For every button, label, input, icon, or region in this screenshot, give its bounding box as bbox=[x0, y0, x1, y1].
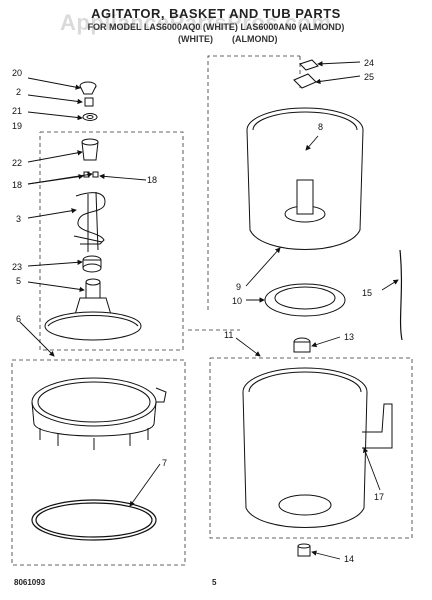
spin-basket-part bbox=[246, 107, 364, 250]
bearing-part bbox=[82, 255, 102, 273]
callout-23: 23 bbox=[12, 262, 22, 272]
watermark-text: AppliancePartsPros.com bbox=[60, 10, 332, 35]
auger-part bbox=[73, 191, 106, 252]
callout-11: 11 bbox=[224, 330, 233, 340]
footer-page-number: 5 bbox=[212, 578, 217, 587]
callout-25: 25 bbox=[364, 72, 374, 82]
color-label-almond: (ALMOND) bbox=[232, 34, 278, 44]
agitator-group-box bbox=[39, 131, 184, 351]
callout-labels: 20 2 21 19 22 18 18 3 23 5 6 7 24 25 8 9… bbox=[12, 58, 384, 564]
page-title: AGITATOR, BASKET AND TUB PARTS bbox=[91, 6, 341, 21]
tub-seal-ring-part bbox=[31, 499, 157, 541]
washer-part bbox=[82, 113, 98, 121]
footer-code: 8061093 bbox=[14, 578, 46, 587]
tub-ring-group-box bbox=[11, 359, 186, 566]
callout-2: 2 bbox=[16, 87, 21, 97]
tub-cover-clamp-part bbox=[293, 337, 311, 353]
callout-24: 24 bbox=[364, 58, 374, 68]
outer-tub-part bbox=[242, 367, 368, 528]
drive-gear-ring-part bbox=[264, 283, 346, 317]
callout-6: 6 bbox=[16, 314, 21, 324]
callout-8: 8 bbox=[318, 122, 323, 132]
agitator-base-part bbox=[44, 278, 142, 341]
callout-10: 10 bbox=[232, 296, 242, 306]
drain-nut-part bbox=[297, 543, 311, 557]
agitator-bolt-part bbox=[84, 97, 94, 107]
basket-driver-part bbox=[293, 73, 317, 89]
leader-dashed-lines bbox=[188, 55, 301, 331]
agitator-cap-part bbox=[79, 81, 97, 95]
overflow-tube-part bbox=[362, 403, 393, 449]
tub-ring-part bbox=[31, 377, 167, 450]
model-line: FOR MODEL LAS6000AQ0 (WHITE) LAS6000AN0 … bbox=[87, 22, 345, 32]
callout-20: 20 bbox=[12, 68, 22, 78]
callout-14: 14 bbox=[344, 554, 354, 564]
callout-9: 9 bbox=[236, 282, 241, 292]
color-label-white: (WHITE) bbox=[178, 34, 213, 44]
callout-3: 3 bbox=[16, 214, 21, 224]
callout-18-right: 18 bbox=[147, 175, 157, 185]
dog-retainer-part bbox=[81, 138, 99, 161]
outer-tub-group-box bbox=[209, 357, 413, 539]
callout-7: 7 bbox=[162, 458, 167, 468]
hub-nut-part bbox=[299, 59, 319, 71]
callout-5: 5 bbox=[16, 276, 21, 286]
callout-19: 19 bbox=[12, 121, 22, 131]
callout-21: 21 bbox=[12, 106, 22, 116]
callout-18-left: 18 bbox=[12, 180, 22, 190]
callout-17: 17 bbox=[374, 492, 384, 502]
callout-15: 15 bbox=[362, 288, 372, 298]
leader-arrows bbox=[19, 61, 399, 560]
callout-13: 13 bbox=[344, 332, 354, 342]
hose-part bbox=[399, 249, 403, 341]
callout-22: 22 bbox=[12, 158, 22, 168]
